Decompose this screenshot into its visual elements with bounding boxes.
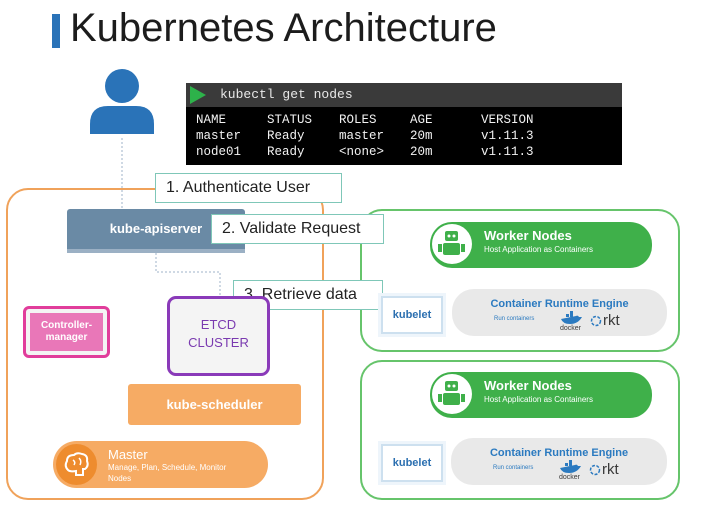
worker-nodes-pill-2: Worker Nodes Host Application as Contain… (430, 372, 652, 418)
rkt-label-1: rkt (603, 312, 620, 329)
brain-icon (56, 444, 97, 485)
terminal-command: kubectl get nodes (220, 87, 353, 102)
terminal-cell: node01 (196, 145, 242, 159)
rkt-label-2: rkt (602, 461, 619, 478)
step-authenticate-user: 1. Authenticate User (155, 173, 342, 203)
step-validate-request: 2. Validate Request (211, 214, 384, 244)
docker-whale-icon (561, 311, 582, 324)
worker-node-container-2 (360, 360, 680, 500)
terminal-cell: master (339, 129, 385, 143)
kubelet-box-2: kubelet (381, 444, 443, 482)
runtime-subtitle-2: Run containers (493, 465, 534, 471)
controller-manager-box: Controller- manager (23, 306, 110, 358)
rkt-logo-icon (590, 315, 602, 327)
etcd-cluster-label: CLUSTER (188, 335, 249, 350)
controller-manager-label: Controller- manager (30, 313, 103, 351)
docker-whale-icon (560, 460, 581, 473)
master-desc-line2: Nodes (108, 474, 132, 483)
title-accent-bar (52, 14, 60, 48)
robot-icon (432, 224, 472, 264)
kube-scheduler-box: kube-scheduler (128, 384, 301, 425)
terminal-cell: Ready (267, 145, 305, 159)
controller-label-line1: Controller- (40, 320, 93, 331)
kubelet-box-1: kubelet (381, 296, 443, 334)
terminal-output: NAME STATUS ROLES AGE VERSION master Rea… (186, 107, 622, 165)
terminal-cell: Ready (267, 129, 305, 143)
terminal-header-roles: ROLES (339, 113, 377, 127)
rkt-logo-icon (589, 464, 601, 476)
terminal-header-name: NAME (196, 113, 227, 127)
worker-subtitle-2: Host Application as Containers (484, 395, 593, 404)
worker-title-2: Worker Nodes (484, 378, 572, 393)
worker-subtitle-1: Host Application as Containers (484, 245, 593, 254)
runtime-title-2: Container Runtime Engine (489, 447, 629, 459)
master-pill: Master Manage, Plan, Schedule, Monitor N… (53, 441, 268, 488)
user-icon (90, 69, 154, 134)
terminal-cell: <none> (339, 145, 385, 159)
runtime-title-1: Container Runtime Engine (490, 298, 629, 310)
etcd-cluster-box: ETCD CLUSTER (167, 296, 270, 376)
worker-nodes-pill-1: Worker Nodes Host Application as Contain… (430, 222, 652, 268)
runtime-subtitle-1: Run containers (494, 316, 535, 322)
container-runtime-engine-1: Container Runtime Engine Run containers … (452, 289, 667, 336)
robot-icon (432, 374, 472, 414)
controller-label-line2: manager (45, 332, 88, 343)
worker-title-1: Worker Nodes (484, 228, 572, 243)
apiserver-shadow (67, 249, 245, 253)
terminal-header-status: STATUS (267, 113, 313, 127)
terminal-cell: v1.11.3 (481, 145, 534, 159)
master-desc-line1: Manage, Plan, Schedule, Monitor (108, 463, 227, 472)
docker-label-1: docker (560, 325, 582, 332)
terminal-cell: 20m (410, 129, 433, 143)
terminal-cell: 20m (410, 145, 433, 159)
terminal-prompt-icon (190, 86, 206, 104)
terminal-cell: master (196, 129, 242, 143)
terminal-header-version: VERSION (481, 113, 534, 127)
docker-label-2: docker (559, 474, 581, 481)
terminal-command-bar: kubectl get nodes (186, 83, 622, 107)
terminal-cell: v1.11.3 (481, 129, 534, 143)
etcd-label: ETCD (200, 317, 237, 332)
container-runtime-engine-2: Container Runtime Engine Run containers … (451, 438, 667, 485)
master-title: Master (108, 447, 148, 462)
page-title: Kubernetes Architecture (70, 6, 497, 50)
kube-apiserver-label: kube-apiserver (109, 221, 203, 236)
terminal-header-age: AGE (410, 113, 433, 127)
